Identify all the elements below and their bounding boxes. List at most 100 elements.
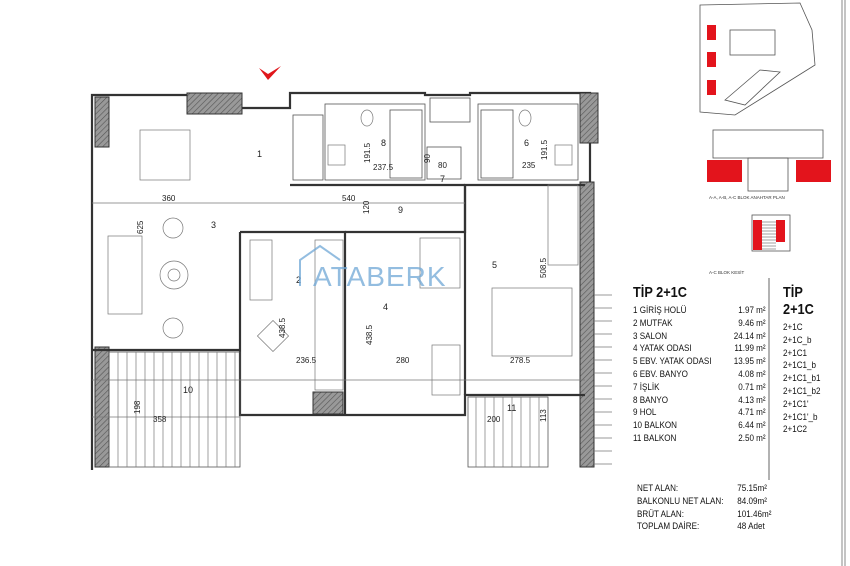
dimension-text: 236.5 [296,356,317,365]
dimension-text: 198 [133,400,142,414]
dimension-text: 358 [153,415,167,424]
dimension-text: 438.5 [278,317,287,338]
shower [389,109,423,179]
wardrobe [547,184,579,266]
room-row: 10 BALKON 6.44 m² [633,420,766,433]
unit-type-item: 2+1C1'_b [783,411,818,423]
room-number: 4 [383,302,388,312]
boiler [429,97,471,123]
bathroom-8 [324,103,426,181]
room-name: 6 EBV. BANYO [633,368,688,380]
room-number: 8 [381,138,386,148]
room-row: 5 EBV. YATAK ODASI 13.95 m² [633,356,766,369]
room-number: 9 [398,205,403,215]
structural-column [579,181,595,468]
unit-type-item: 2+1C2 [783,424,808,436]
room-area: 9.46 m² [738,317,766,329]
total-row: NET ALAN:75.15m² [637,483,773,496]
dimension-text: 191.5 [540,139,549,160]
entrance-arrow-icon [259,66,281,80]
total-row: BALKONLU NET ALAN:84.09m² [637,496,773,509]
room-name: 8 BANYO [633,394,669,406]
total-label: BRÜT ALAN: [637,508,684,520]
dimension-text: 120 [362,200,371,214]
dimension-text: 438.5 [365,324,374,345]
watermark-roof-icon [299,244,341,286]
dimension-text: 625 [136,220,145,234]
total-label: BALKONLU NET ALAN: [637,495,724,507]
block-plan-label: A-A, A-B, A-C BLOK ANAHTAR PLAN [709,195,785,200]
room-area: 13.95 m² [733,356,766,368]
dining-table [139,129,191,181]
kitchen-counter [314,239,344,391]
room-area: 0.71 m² [738,381,766,393]
dimension-text: 508.5 [539,257,548,278]
room-area: 4.13 m² [738,394,766,406]
single-bed [419,237,461,289]
furniture [107,129,579,396]
room-area: 1.97 m² [738,305,766,316]
room-number: 5 [492,260,497,270]
room-number: 6 [524,138,529,148]
room-area: 2.50 m² [738,432,766,444]
room-number: 1 [257,149,262,159]
bathroom-6 [477,103,579,181]
unit-type-item: 2+1C1 [783,347,808,359]
room-number: 10 [183,385,193,395]
dimension-lines [92,202,585,418]
room-table-title: TİP 2+1C [633,284,687,301]
unit-type-item: 2+1C1_b1 [783,373,821,385]
dimension-text: 200 [487,415,501,424]
exterior-walls [90,91,599,470]
dimension-text: 280 [396,356,410,365]
unit-type-item: 2+1C_b [783,334,812,346]
dimension-text: 278.5 [510,356,531,365]
room-name: 4 YATAK ODASI [633,343,692,355]
dimension-text: 80 [438,161,447,170]
total-row: BRÜT ALAN: 101.46m² [637,509,773,522]
room-name: 5 EBV. YATAK ODASI [633,356,712,368]
dimension-text: 235 [522,161,536,170]
room-number: 7 [440,174,445,184]
shower [480,109,514,179]
room-number: 3 [211,220,216,230]
room-name: 9 HOL [633,407,657,419]
room-area: 6.44 m² [738,420,766,432]
laundry-7 [426,146,462,180]
total-row: TOPLAM DAİRE:48 Adet [637,521,773,534]
wardrobe [292,114,324,181]
room-area: 24.14 m² [733,330,766,342]
room-number: 11 [507,403,516,413]
type-table-title: TİP 2+1C [783,284,814,318]
sofa [107,235,143,315]
room-number: 2 [296,275,301,285]
balconies [108,351,549,468]
room-area: 11.99 m² [734,343,766,355]
unit-type-item: 2+1C1_b2 [783,385,821,397]
dimension-text: 113 [539,409,548,422]
stairs [594,294,612,465]
structural-column [94,346,110,468]
dimension-text: 90 [423,154,432,163]
room-row: 9 HOL 4.71 m² [633,407,766,420]
room-row: 8 BANYO 4.13 m² [633,395,766,408]
room-row: 4 YATAK ODASI 11.99 m² [633,343,766,356]
room-labels: 1 2 3 4 5 6 7 8 9 10 11 [183,138,529,413]
room-area: 4.71 m² [738,407,766,419]
total-value: 101.46m² [737,508,772,520]
dimension-text: 360 [162,194,176,203]
block-key-plan: A-A, A-B, A-C BLOK ANAHTAR PLAN [707,129,831,200]
bathrooms [292,97,579,181]
kitchen-table [256,319,290,353]
section-label: A-C BLOK KESİT [709,269,745,275]
wardrobe [431,344,461,396]
room-name: 10 BALKON [633,420,677,432]
dimension-text: 191.5 [363,142,372,163]
